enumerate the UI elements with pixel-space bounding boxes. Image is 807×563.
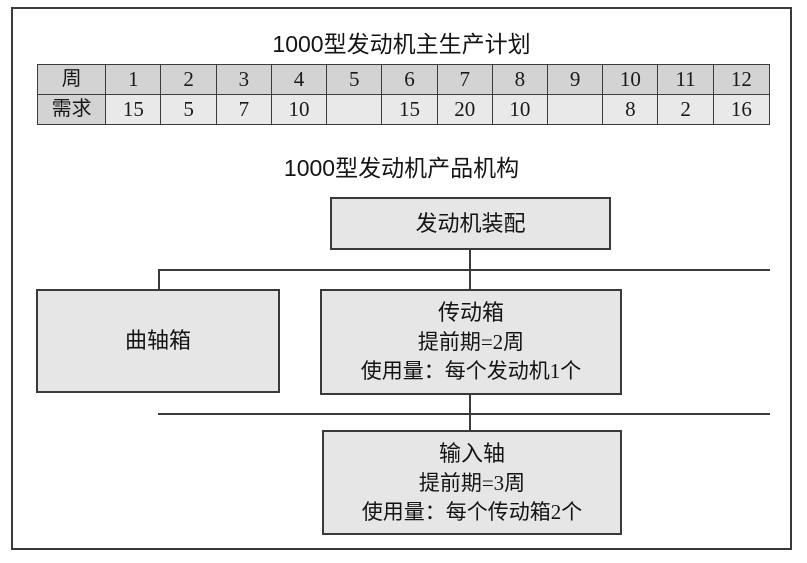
connector-bus-level-1 [158,269,770,271]
connector-bus-to-gearbox [469,269,471,290]
week-cell: 10 [602,64,659,95]
table-row-week: 周 1 2 3 4 5 6 7 8 9 10 11 12 [36,64,771,95]
row-header-week: 周 [36,64,107,95]
bom-node-input-shaft: 输入轴 提前期=3周 使用量：每个传动箱2个 [322,430,622,535]
node-title-crankcase: 曲轴箱 [124,328,191,353]
week-cell: 2 [160,64,217,95]
node-title-input-shaft: 输入轴 [438,440,505,466]
demand-cell [547,94,604,125]
week-cell: 4 [270,64,328,95]
demand-cell: 15 [105,94,162,125]
connector-bus-level-2 [158,413,770,415]
week-cell: 11 [657,64,714,95]
connector-bus-to-crankcase [158,269,160,290]
node-usage-gearbox: 使用量：每个发动机1个 [360,359,582,383]
bom-node-gearbox: 传动箱 提前期=2周 使用量：每个发动机1个 [320,289,622,395]
node-leadtime-input-shaft: 提前期=3周 [418,470,526,495]
connector-gearbox-to-bus [469,395,471,415]
master-production-schedule-table: 周 1 2 3 4 5 6 7 8 9 10 11 12 需求 15 5 7 1… [36,64,771,125]
demand-cell [326,94,383,125]
week-cell: 5 [326,64,383,95]
node-usage-input-shaft: 使用量：每个传动箱2个 [361,499,583,524]
mps-title: 1000型发动机主生产计划 [272,31,531,57]
bom-title: 1000型发动机产品机构 [283,155,520,181]
bom-node-crankcase: 曲轴箱 [36,289,280,393]
week-cell: 9 [547,64,604,95]
node-title-gearbox: 传动箱 [437,300,504,325]
table-row-demand: 需求 15 5 7 10 15 20 10 8 2 16 [36,94,771,125]
demand-cell: 16 [712,94,771,125]
week-cell: 12 [712,64,771,95]
node-leadtime-gearbox: 提前期=2周 [417,330,525,354]
demand-cell: 7 [215,94,272,125]
connector-engine-to-bus [469,250,471,270]
connector-bus-to-input-shaft [469,413,471,431]
row-header-demand: 需求 [36,94,107,125]
week-cell: 8 [491,64,549,95]
demand-cell: 20 [436,94,493,125]
demand-cell: 8 [602,94,659,125]
demand-cell: 10 [270,94,328,125]
demand-cell: 5 [160,94,217,125]
week-cell: 6 [381,64,438,95]
week-cell: 7 [436,64,493,95]
demand-cell: 2 [657,94,714,125]
figure-frame: 1000型发动机主生产计划 周 1 2 3 4 5 6 7 8 9 10 11 [11,7,792,550]
week-cell: 3 [215,64,272,95]
demand-cell: 10 [491,94,549,125]
week-cell: 1 [105,64,162,95]
demand-cell: 15 [381,94,438,125]
node-title-engine-assembly: 发动机装配 [415,210,526,236]
bom-node-engine-assembly: 发动机装配 [330,197,611,250]
